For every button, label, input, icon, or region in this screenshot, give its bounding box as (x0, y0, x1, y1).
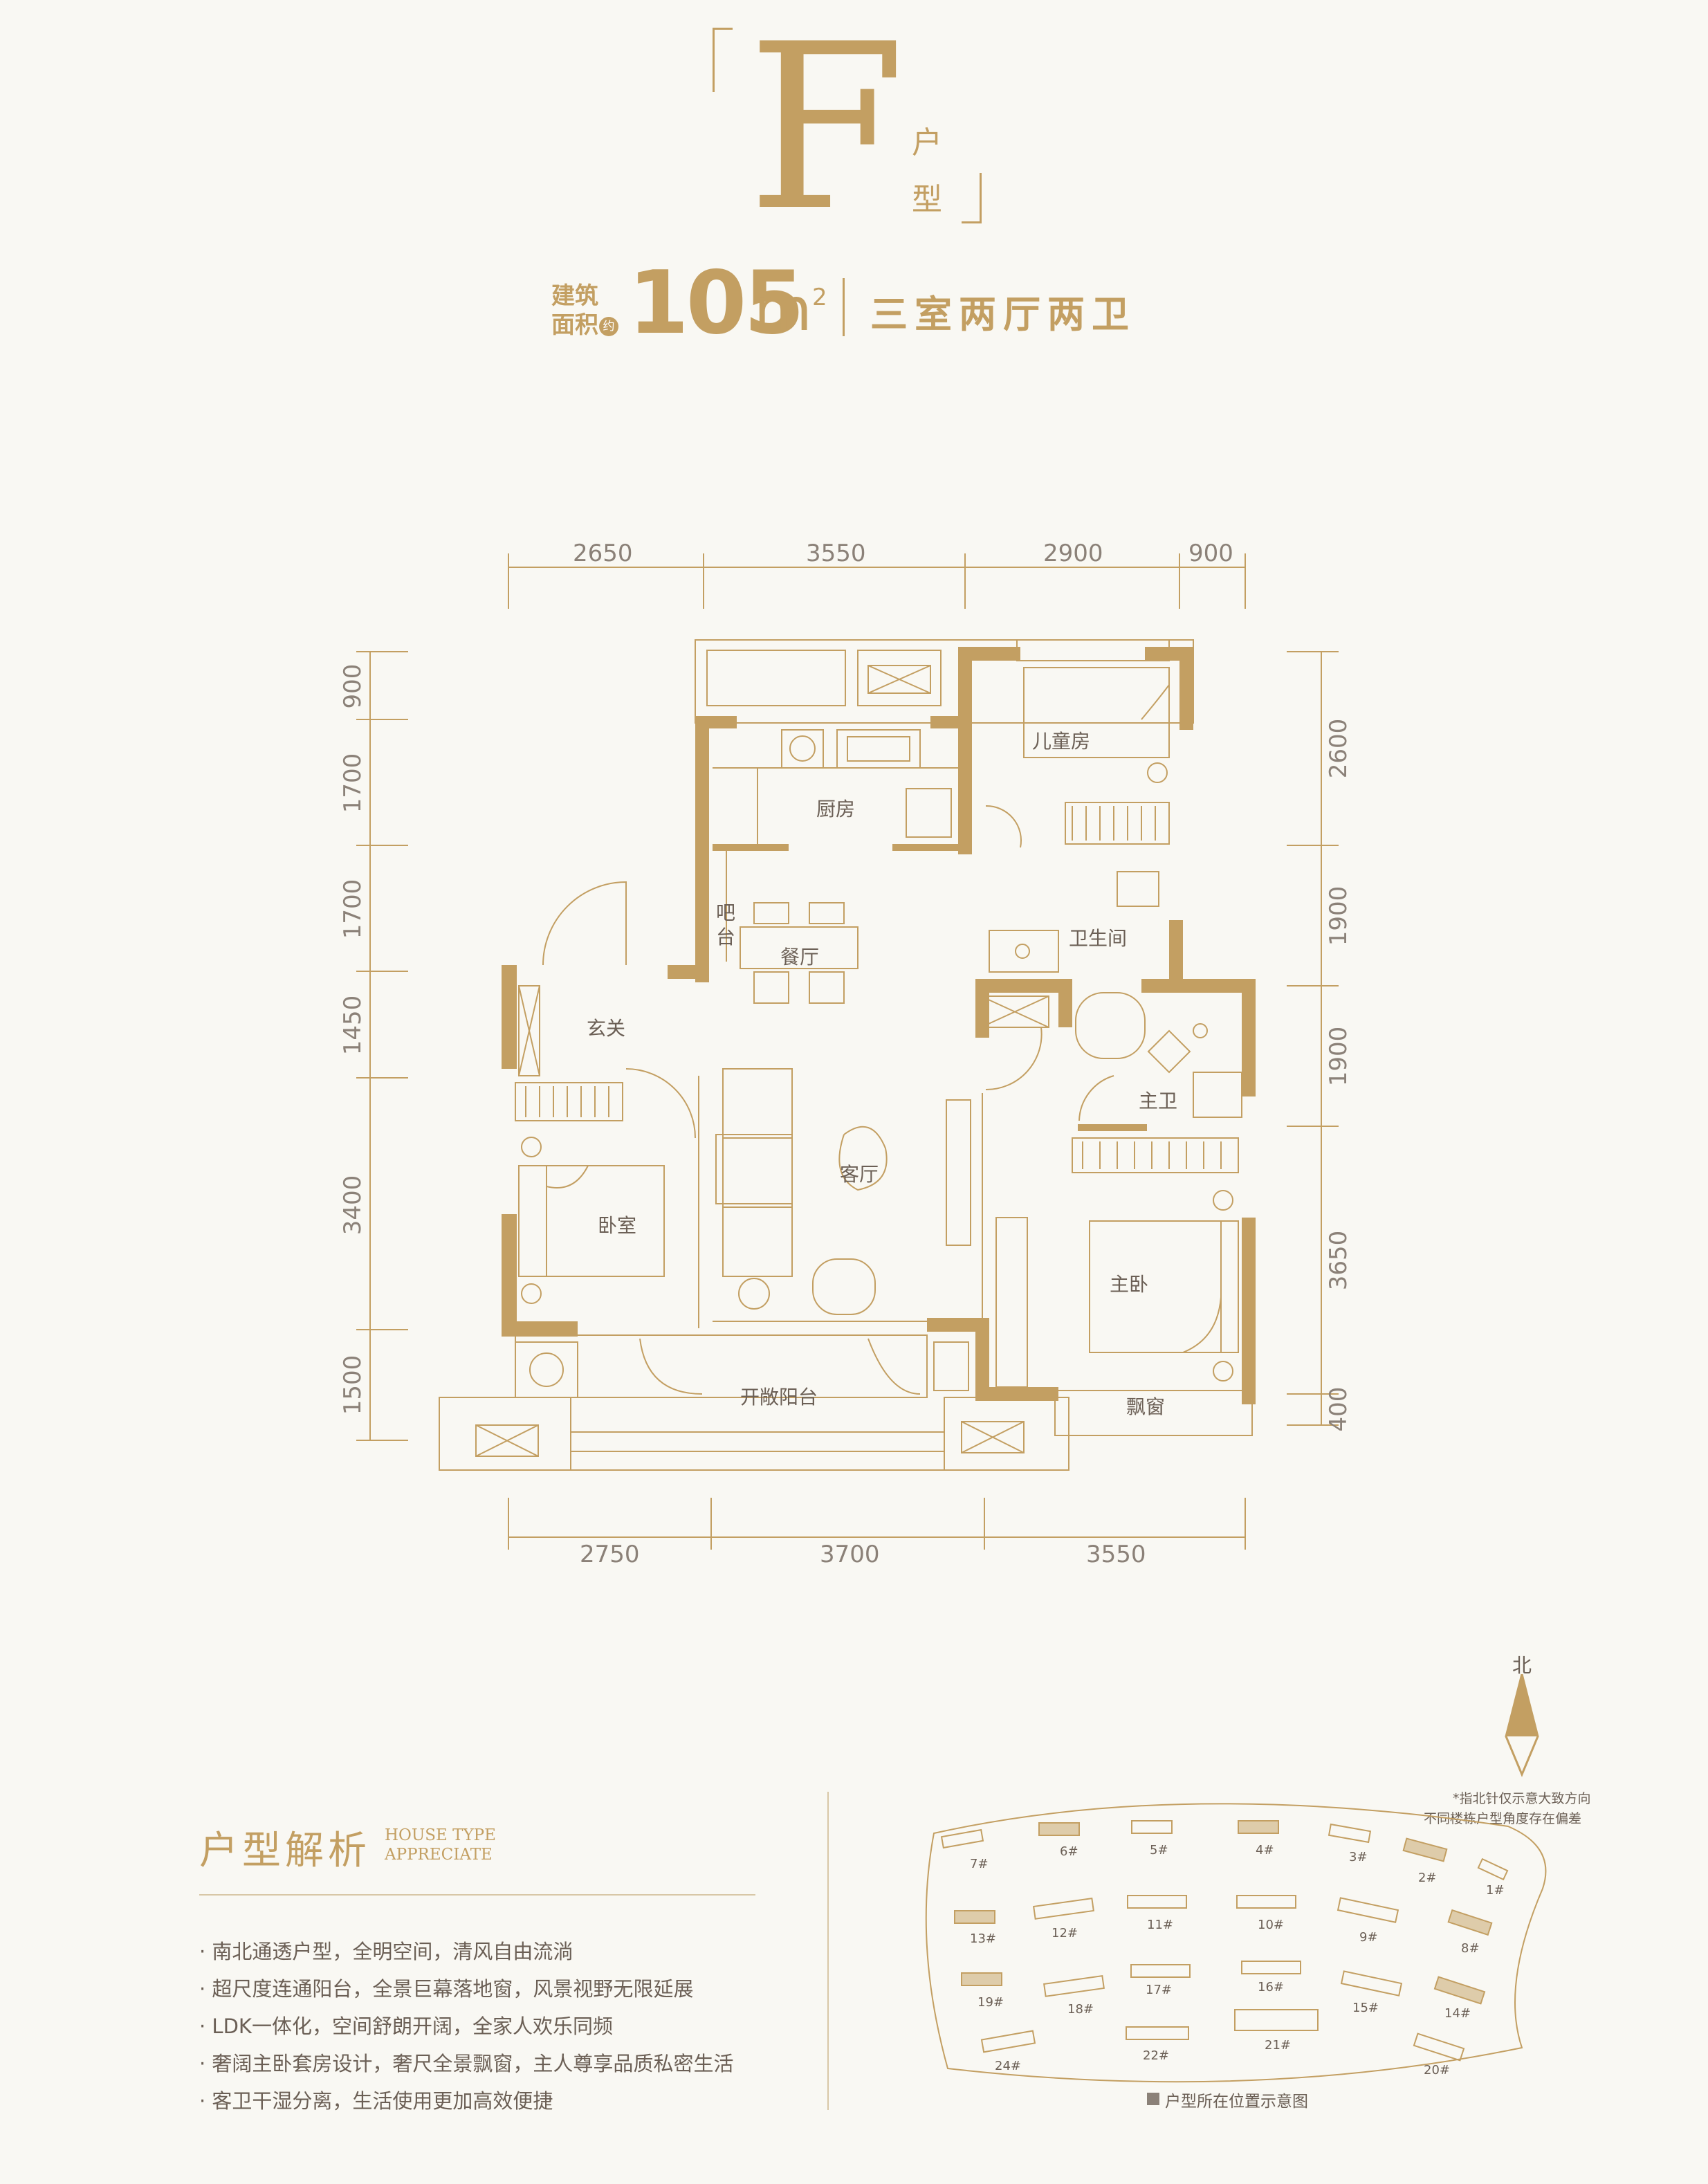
legend-label: 户型所在位置示意图 (1165, 2093, 1308, 2111)
bldg-9: 9# (1359, 1930, 1378, 1945)
site-map: 7# 6# 5# 4# 3# 2# 1# 13# 12# 11# 10# 9# … (925, 1803, 1547, 2083)
bldg-4: 4# (1256, 1843, 1274, 1857)
dim-left-2: 1700 (339, 753, 367, 814)
bldg-6: 6# (1060, 1844, 1078, 1859)
room-bathroom: 卫生间 (1069, 927, 1128, 950)
header-divider (843, 278, 845, 336)
dim-top-4: 900 (1188, 540, 1233, 567)
bldg-8: 8# (1461, 1941, 1480, 1956)
bldg-1: 1# (1486, 1883, 1505, 1898)
analysis-point-2: · 超尺度连通阳台，全景巨幕落地窗，风景视野无限延展 (199, 1977, 694, 2001)
title-bracket-left (713, 28, 733, 92)
bldg-3: 3# (1349, 1850, 1368, 1864)
analysis-point-1: · 南北通透户型，全明空间，清风自由流淌 (199, 1940, 573, 1963)
area-unit: m (754, 275, 812, 345)
unit-letter: F (747, 0, 906, 261)
legend-swatch (1147, 2093, 1159, 2105)
north-note-2: 不同楼栋户型角度存在偏差 (1424, 1811, 1582, 1826)
analysis-title-en-1: HOUSE TYPE (385, 1826, 496, 1844)
title-bracket-right (962, 173, 982, 223)
area-label-2: 面积 (551, 311, 598, 339)
dim-left-4: 1450 (339, 995, 367, 1056)
area-unit-sup: 2 (812, 284, 827, 311)
bldg-13: 13# (970, 1931, 996, 1946)
analysis-rule (199, 1894, 755, 1896)
analysis-point-4: · 奢阔主卧套房设计，奢尺全景飘窗，主人尊享品质私密生活 (199, 2052, 734, 2075)
dim-top-3: 2900 (1043, 540, 1103, 567)
dim-bottom-3: 3550 (1086, 1541, 1146, 1568)
bldg-21: 21# (1265, 2038, 1291, 2053)
dim-right-2: 1900 (1325, 885, 1352, 946)
north-arrow-icon (1505, 1674, 1539, 1777)
room-balcony: 开敞阳台 (740, 1386, 818, 1408)
room-master-bedroom: 主卧 (1110, 1273, 1149, 1296)
dim-right-5: 400 (1325, 1386, 1352, 1432)
room-entrance: 玄关 (587, 1017, 626, 1040)
dim-right-4: 3650 (1325, 1230, 1352, 1291)
bldg-5: 5# (1150, 1843, 1168, 1857)
bldg-2: 2# (1418, 1871, 1437, 1885)
bldg-10: 10# (1258, 1918, 1284, 1932)
dim-top-1: 2650 (573, 540, 633, 567)
dim-left-3: 1700 (339, 879, 367, 939)
dim-bottom-2: 3700 (820, 1541, 880, 1568)
room-living: 客厅 (840, 1163, 879, 1186)
dim-left-6: 1500 (339, 1355, 367, 1415)
bldg-15: 15# (1352, 2001, 1379, 2015)
bldg-12: 12# (1052, 1926, 1078, 1940)
area-value: 105 (628, 252, 805, 354)
bldg-20: 20# (1424, 2063, 1450, 2077)
bldg-14: 14# (1444, 2006, 1471, 2021)
dim-top-2: 3550 (806, 540, 866, 567)
bldg-11: 11# (1147, 1918, 1173, 1932)
unit-word-1: 户 (912, 125, 942, 160)
north-note-1: *指北针仅示意大致方向 (1453, 1791, 1591, 1806)
room-bedroom: 卧室 (598, 1214, 637, 1237)
bldg-18: 18# (1067, 2002, 1094, 2017)
bldg-7: 7# (970, 1857, 989, 1871)
dim-bottom-1: 2750 (580, 1541, 640, 1568)
bldg-22: 22# (1143, 2048, 1169, 2063)
section-divider (827, 1792, 829, 2110)
room-kitchen: 厨房 (816, 798, 856, 820)
room-bar-1: 吧 (716, 901, 736, 924)
room-master-bath: 主卫 (1139, 1090, 1178, 1112)
analysis-point-5: · 客卫干湿分离，生活使用更加高效便捷 (199, 2089, 553, 2113)
approx-badge: 约 (599, 317, 618, 336)
room-dining: 餐厅 (780, 946, 820, 969)
room-bay-window: 飘窗 (1126, 1395, 1166, 1418)
dim-left-5: 3400 (339, 1175, 367, 1236)
analysis-point-3: · LDK一体化，空间舒朗开阔，全家人欢乐同频 (199, 2015, 613, 2038)
room-bar-2: 台 (716, 926, 736, 948)
bldg-17: 17# (1146, 1983, 1172, 1997)
layout-summary: 三室两厅两卫 (870, 293, 1136, 336)
bldg-16: 16# (1258, 1980, 1284, 1994)
bldg-19: 19# (977, 1995, 1004, 2010)
north-label: 北 (1512, 1654, 1532, 1677)
dim-right-3: 1900 (1325, 1026, 1352, 1087)
dim-left-1: 900 (339, 663, 367, 709)
analysis-title-en-2: APPRECIATE (385, 1846, 493, 1864)
area-label-1: 建筑 (551, 282, 598, 310)
bldg-24: 24# (995, 2059, 1021, 2073)
room-kids: 儿童房 (1032, 730, 1091, 753)
unit-word-2: 型 (912, 182, 942, 217)
analysis-title: 户型解析 (199, 1828, 371, 1873)
dim-right-1: 2600 (1325, 718, 1352, 779)
